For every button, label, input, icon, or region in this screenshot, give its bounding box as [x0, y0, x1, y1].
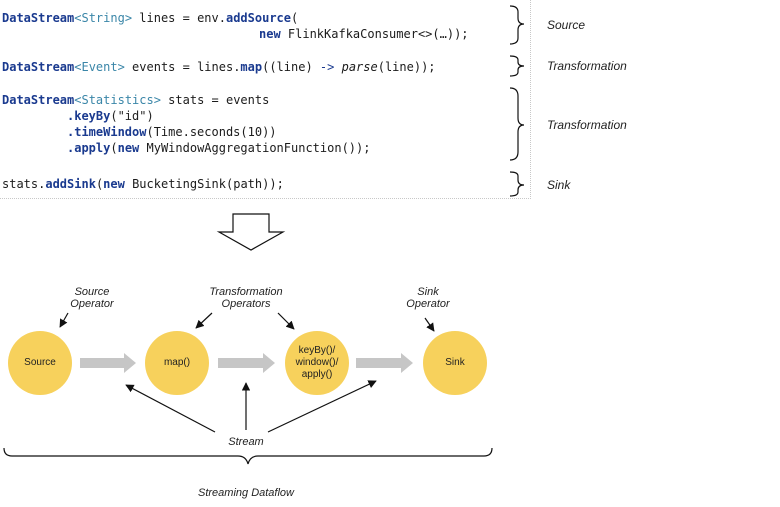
- arrow-sink-operator: [424, 317, 435, 332]
- brace-streaming-dataflow: [3, 447, 493, 465]
- side-label-transformation-map: Transformation: [547, 59, 627, 73]
- code-text: ((line): [262, 60, 320, 74]
- code-text: (: [95, 177, 104, 191]
- node-label-sink: Sink: [445, 357, 465, 368]
- node-source: [8, 331, 72, 395]
- code-keyword-new: new: [103, 177, 125, 191]
- label-streaming-dataflow: Streaming Dataflow: [198, 487, 294, 499]
- code-call: map: [240, 60, 263, 74]
- node-label-source: Source: [24, 357, 56, 368]
- arrow-transformation-keyby: [277, 312, 295, 330]
- label-sink-operator: Sink Operator: [406, 286, 450, 310]
- code-call: .timeWindow: [67, 125, 147, 139]
- code-text: (: [110, 141, 118, 155]
- code-text: stats = events: [160, 93, 270, 107]
- code-call: .apply: [67, 141, 111, 155]
- brace-transformation-map: [509, 55, 525, 77]
- code-text: (: [291, 11, 299, 25]
- code-text: FlinkKafkaConsumer<>(…));: [280, 27, 469, 41]
- node-keyby: [285, 331, 349, 395]
- arrow-stream-3: [267, 380, 377, 433]
- code-call: .keyBy: [67, 109, 111, 123]
- brace-transformation-window: [509, 87, 525, 161]
- flow-arrows: [80, 353, 413, 373]
- code-line-map: DataStream<Event> events = lines.map((li…: [2, 59, 436, 75]
- code-line-stats-2: .keyBy("id"): [67, 108, 154, 124]
- side-label-source: Source: [547, 18, 586, 32]
- code-line-sink: stats.addSink(new BucketingSink(path));: [2, 176, 284, 192]
- flow-arrow-2: [218, 353, 275, 373]
- code-text: (line));: [377, 60, 436, 74]
- node-label-keyby: keyBy()/ window()/ apply(): [295, 345, 339, 380]
- code-arrow: ->: [319, 60, 335, 74]
- code-line-stats-4: .apply(new MyWindowAggregationFunction()…: [67, 140, 370, 156]
- arrow-source-operator: [59, 312, 69, 328]
- code-panel: DataStream<String> lines = env.addSource…: [0, 0, 531, 199]
- label-stream: Stream: [228, 436, 264, 448]
- code-generic: <Event>: [74, 60, 125, 74]
- code-text: lines = env.: [132, 11, 226, 25]
- brace-source: [509, 5, 525, 45]
- code-text: (Time.seconds(10)): [146, 125, 277, 139]
- label-transformation-operators: Transformation Operators: [209, 286, 283, 310]
- code-italic: parse: [341, 60, 378, 74]
- code-type: DataStream: [2, 60, 75, 74]
- code-text: stats.: [2, 177, 46, 191]
- code-keyword-new: new: [259, 27, 281, 41]
- code-type: DataStream: [2, 11, 75, 25]
- arrow-stream-1: [125, 384, 216, 433]
- side-label-sink: Sink: [547, 178, 571, 192]
- code-line-source-2: new FlinkKafkaConsumer<>(…));: [259, 26, 469, 42]
- code-type: DataStream: [2, 93, 75, 107]
- code-text: ("id"): [110, 109, 154, 123]
- code-generic: <String>: [74, 11, 133, 25]
- code-text: MyWindowAggregationFunction());: [139, 141, 371, 155]
- down-arrow-icon: [216, 213, 286, 251]
- code-text: BucketingSink(path));: [124, 177, 284, 191]
- node-sink: [423, 331, 487, 395]
- node-map: [145, 331, 209, 395]
- flow-arrow-1: [80, 353, 136, 373]
- code-text: events = lines.: [124, 60, 241, 74]
- side-label-transformation-window: Transformation: [547, 118, 627, 132]
- code-keyword-new: new: [117, 141, 140, 155]
- code-call: addSource: [225, 11, 291, 25]
- node-label-map: map(): [163, 357, 191, 368]
- flow-arrow-3: [356, 353, 413, 373]
- code-braces: [509, 5, 525, 197]
- code-call: addSink: [45, 177, 96, 191]
- code-generic: <Statistics>: [74, 93, 161, 107]
- arrow-transformation-map: [195, 312, 213, 329]
- code-line-stats-1: DataStream<Statistics> stats = events: [2, 92, 269, 108]
- code-line-stats-3: .timeWindow(Time.seconds(10)): [67, 124, 277, 140]
- brace-sink: [509, 171, 525, 197]
- label-source-operator: Source Operator: [70, 286, 114, 310]
- code-line-source-1: DataStream<String> lines = env.addSource…: [2, 10, 298, 26]
